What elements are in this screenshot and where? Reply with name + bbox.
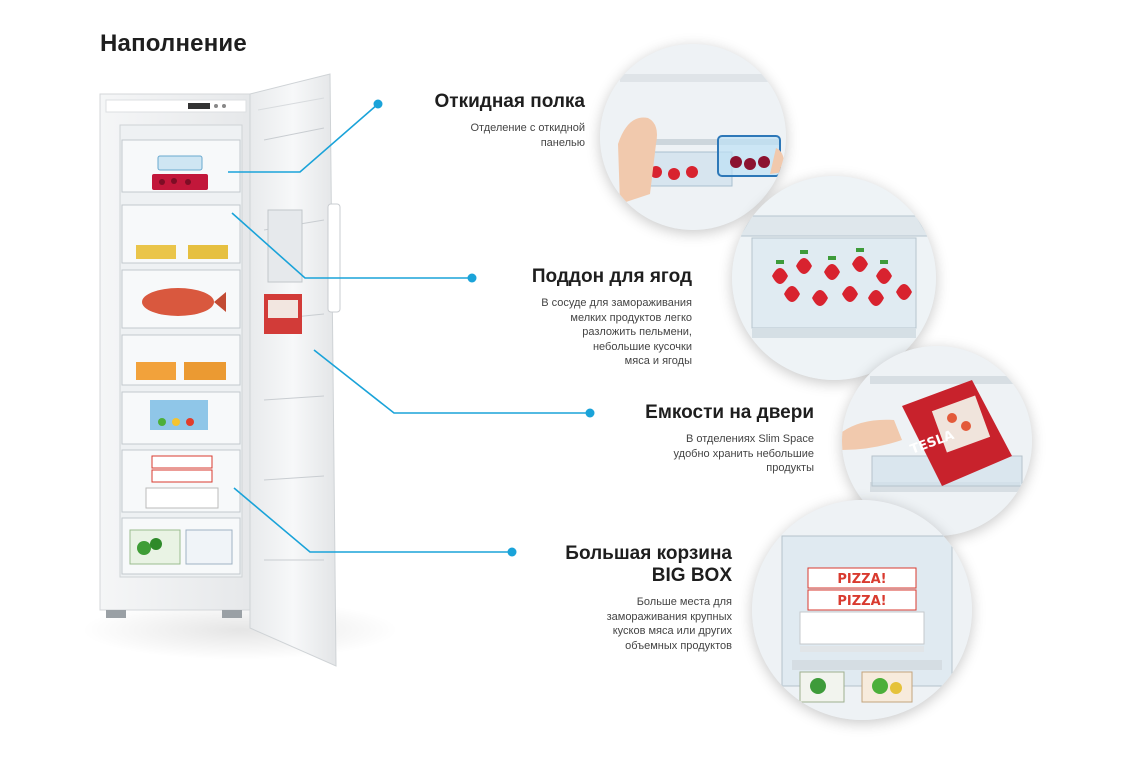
pizza-label-bottom: PIZZA! xyxy=(837,594,886,609)
feature-title: Поддон для ягод xyxy=(531,266,692,287)
feature-description: В сосуде для замораживания мелких продук… xyxy=(541,297,692,367)
photo-big-basket: PIZZA! PIZZA! xyxy=(752,500,972,720)
callout-dot-berry-tray xyxy=(467,273,477,283)
feature-folding-shelf: Откидная полка Отделение с откидной пане… xyxy=(325,91,586,150)
door-handle xyxy=(327,203,341,313)
freezer-illustration xyxy=(99,73,341,667)
callout-line-big-basket xyxy=(233,487,512,553)
control-panel xyxy=(105,99,247,113)
feature-description: В отделениях Slim Space удобно хранить н… xyxy=(673,433,814,474)
feature-door-containers: Емкости на двери В отделениях Slim Space… xyxy=(554,402,814,476)
callout-dot-folding-shelf xyxy=(373,99,383,109)
callout-line-berry-tray xyxy=(231,212,472,279)
page-title: Наполнение xyxy=(100,30,247,57)
feature-berry-tray: Поддон для ягод В сосуде для замораживан… xyxy=(412,266,692,369)
feature-title: Большая корзина BIG BOX xyxy=(565,543,732,586)
feature-big-basket: Большая корзина BIG BOX Больше места для… xyxy=(472,543,732,653)
callout-line-door-containers xyxy=(313,349,590,414)
feature-description: Больше места для замораживания крупных к… xyxy=(606,596,732,652)
feature-title: Емкости на двери xyxy=(645,402,814,423)
feature-title: Откидная полка xyxy=(434,91,586,112)
callout-line-folding-shelf xyxy=(228,103,379,173)
callout-dot-door-containers xyxy=(585,408,595,418)
callout-dot-big-basket xyxy=(507,547,517,557)
photo-folding-shelf xyxy=(600,44,786,230)
photo-berry-tray xyxy=(732,176,936,380)
pizza-label-top: PIZZA! xyxy=(837,572,886,587)
feature-description: Отделение с откидной панелью xyxy=(470,122,585,149)
